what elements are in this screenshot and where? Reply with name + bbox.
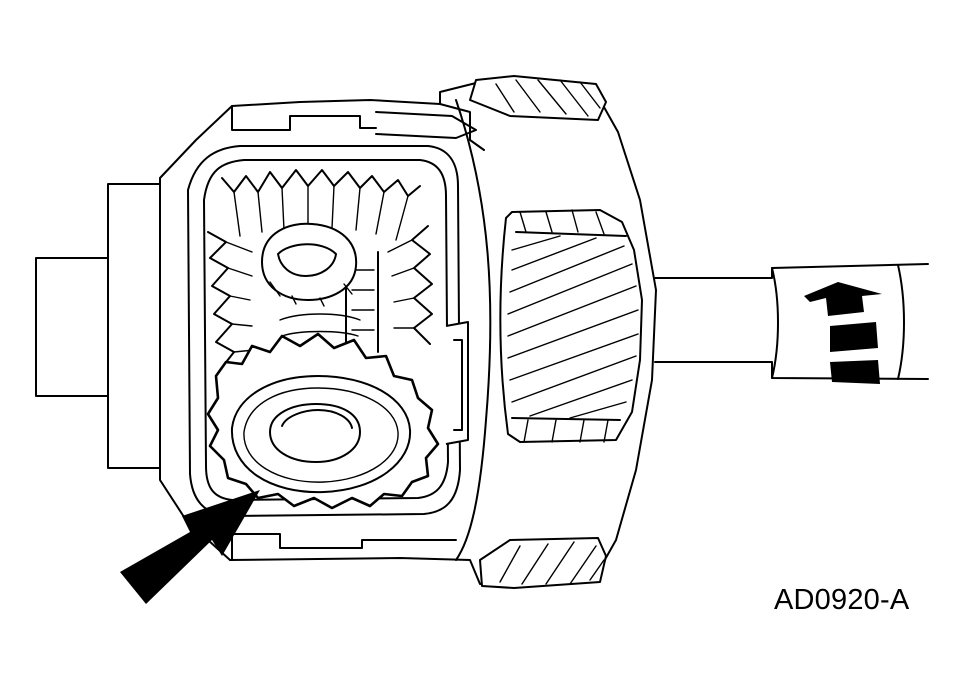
internal-gears — [207, 169, 433, 371]
rotation-direction-arrow — [804, 282, 882, 384]
figure-id-label: AD0920-A — [774, 584, 910, 616]
ring-gear-lower-segment — [479, 537, 607, 589]
ring-gear-upper-segment — [469, 75, 607, 121]
output-shaft — [654, 263, 929, 380]
highlighted-side-gear — [206, 332, 440, 510]
ring-gear — [499, 209, 643, 443]
arrow-pointing-to-side-gear — [120, 490, 260, 604]
left-axle-stub — [35, 183, 171, 469]
